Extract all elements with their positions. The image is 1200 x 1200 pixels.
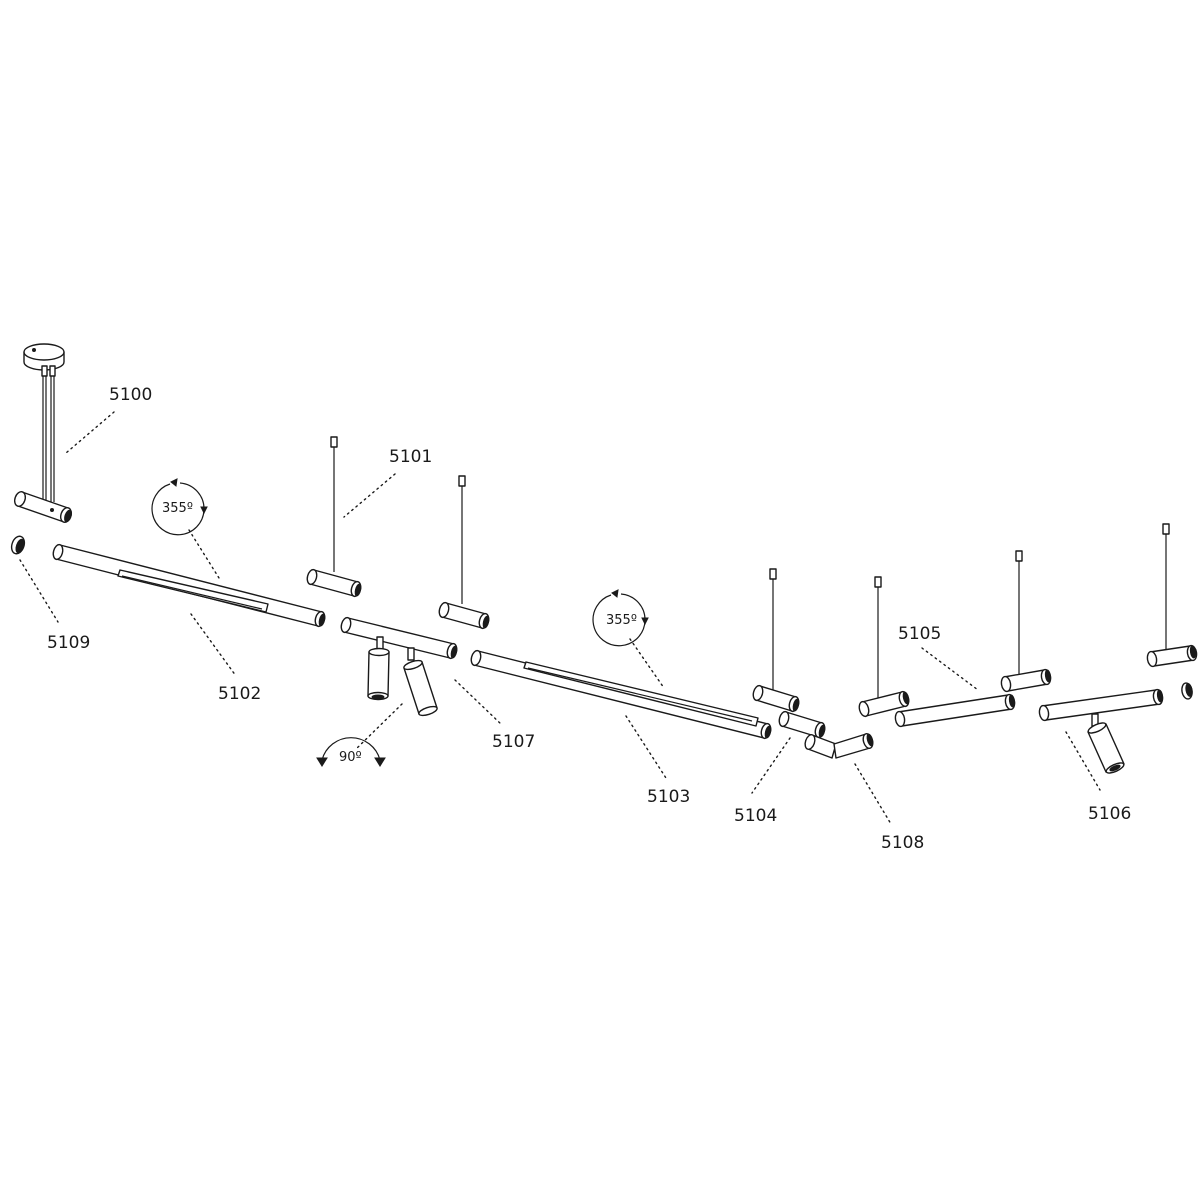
tube-5105 — [894, 693, 1016, 728]
rotation-b-label: 355º — [606, 613, 637, 628]
rotation-355-badge-b: 355º — [592, 589, 649, 647]
label-5101: 5101 — [389, 447, 432, 467]
ceiling-mount-5100 — [13, 343, 73, 523]
leader-lines — [19, 411, 1101, 825]
corner-connector-5108 — [804, 732, 874, 759]
label-5106: 5106 — [1088, 804, 1131, 824]
label-5100: 5100 — [109, 385, 152, 405]
end-cap-5109 — [10, 535, 26, 555]
label-5105: 5105 — [898, 624, 941, 644]
label-5102: 5102 — [218, 684, 261, 704]
label-5103: 5103 — [647, 787, 690, 807]
label-5107: 5107 — [492, 732, 535, 752]
spot-tube-5106 — [1038, 688, 1164, 774]
pendant-far-right — [1146, 523, 1198, 668]
linear-tube-5103 — [470, 649, 772, 740]
part-labels: 5100 5101 5109 5102 5107 5103 5104 5108 … — [47, 385, 1131, 853]
label-5109: 5109 — [47, 633, 90, 653]
tilt-90-badge: 90º — [316, 737, 386, 767]
pendant-5105-right — [1000, 550, 1052, 693]
label-5104: 5104 — [734, 806, 777, 826]
rotation-a-label: 355º — [162, 501, 193, 516]
rotation-355-badge-a: 355º — [151, 478, 208, 536]
pendant-5104 — [752, 568, 826, 739]
label-5108: 5108 — [881, 833, 924, 853]
pendant-5105-left — [858, 576, 910, 718]
end-cap-right — [1181, 682, 1193, 700]
pendant-5101 — [306, 436, 362, 598]
pendant-5103-feed — [438, 475, 490, 630]
spot-tube-5107 — [340, 616, 458, 717]
tilt-label: 90º — [339, 750, 362, 765]
linear-tube-5102 — [52, 543, 326, 628]
